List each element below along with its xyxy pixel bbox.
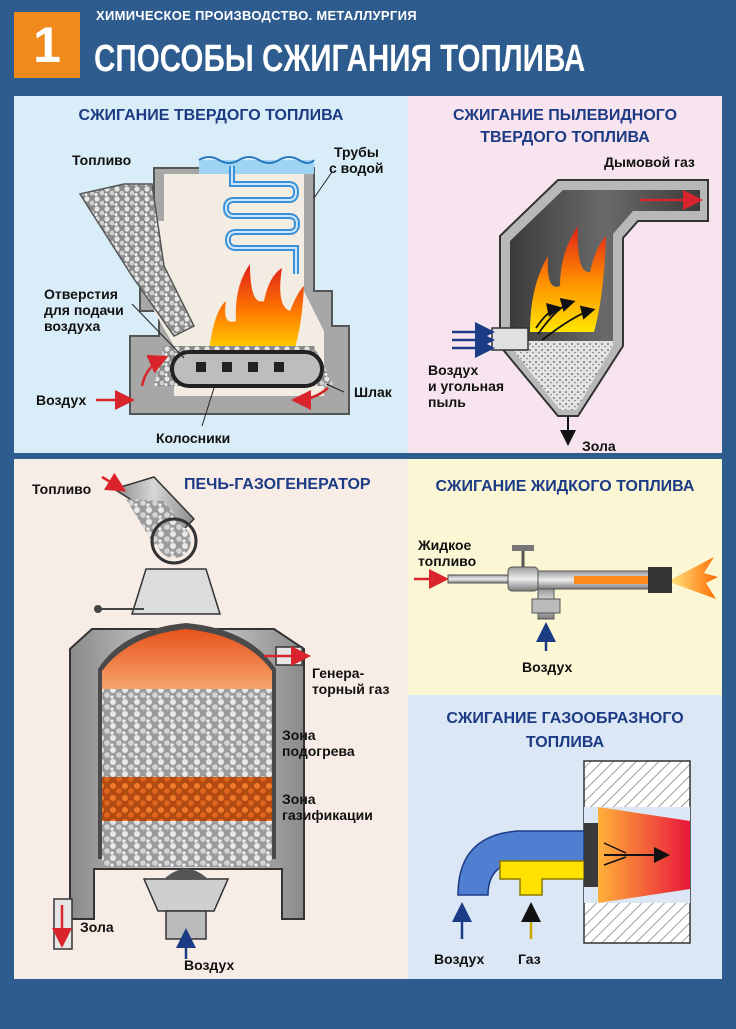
- gasgen-ash-label: Зола: [80, 919, 114, 935]
- gasgen-output-label-2: торный газ: [312, 681, 390, 697]
- panel-liquid-fuel: СЖИГАНИЕ ЖИДКОГО ТОПЛИВА Жидкое топливо …: [408, 459, 722, 695]
- solid-fuel-label: Топливо: [72, 152, 132, 168]
- gaseous-air-label: Воздух: [434, 951, 485, 967]
- gasgen-output-label-1: Генера-: [312, 665, 365, 681]
- gasgen-gasification-zone-label-2: газификации: [282, 807, 373, 823]
- liquid-fuel-label-1: Жидкое: [418, 537, 472, 553]
- dust-air-label-1: Воздух: [428, 362, 479, 378]
- liquid-burner-diagram: [414, 545, 718, 651]
- panel-solid-fuel: СЖИГАНИЕ ТВЕРДОГО ТОПЛИВА Топливо Трубы …: [14, 96, 408, 453]
- gasgen-air-label: Воздух: [184, 957, 235, 973]
- pulverized-furnace-diagram: [452, 179, 709, 446]
- solid-holes-label-2: для подачи: [44, 302, 124, 318]
- solid-slag-label: Шлак: [354, 384, 392, 400]
- poster-subtitle: ХИМИЧЕСКОЕ ПРОИЗВОДСТВО. МЕТАЛЛУРГИЯ: [96, 8, 417, 23]
- liquid-fuel-label-2: топливо: [418, 553, 477, 569]
- panel-gas-generator: Топливо ПЕЧЬ-ГАЗОГЕНЕРАТОР Генера- торны…: [14, 459, 408, 979]
- dust-air-label-2: и угольная: [428, 378, 505, 394]
- solid-air-label: Воздух: [36, 392, 87, 408]
- gasgen-fuel-label: Топливо: [32, 481, 92, 497]
- solid-holes-label-1: Отверстия: [44, 286, 118, 302]
- gasgen-gasification-zone-label-1: Зона: [282, 791, 316, 807]
- poster-title: СПОСОБЫ СЖИГАНИЯ ТОПЛИВА: [94, 38, 586, 80]
- solid-furnace-diagram: [78, 156, 350, 427]
- panel-pulverized-fuel: СЖИГАНИЕ ПЫЛЕВИДНОГО ТВЕРДОГО ТОПЛИВА Ды…: [408, 96, 722, 453]
- gaseous-title-2: ТОПЛИВА: [525, 734, 605, 751]
- solid-title: СЖИГАНИЕ ТВЕРДОГО ТОПЛИВА: [78, 107, 344, 124]
- gas-burner-diagram: [452, 760, 691, 944]
- gasgen-title: ПЕЧЬ-ГАЗОГЕНЕРАТОР: [184, 476, 371, 493]
- liquid-air-label: Воздух: [522, 659, 573, 675]
- gasgen-heat-zone-label-2: подогрева: [282, 743, 355, 759]
- dust-ash-label: Зола: [582, 438, 616, 453]
- dust-title-1: СЖИГАНИЕ ПЫЛЕВИДНОГО: [452, 107, 678, 124]
- poster-header: 1 ХИМИЧЕСКОЕ ПРОИЗВОДСТВО. МЕТАЛЛУРГИЯ С…: [0, 0, 736, 92]
- gaseous-gas-label: Газ: [518, 951, 541, 967]
- dust-title-2: ТВЕРДОГО ТОПЛИВА: [480, 129, 650, 146]
- gasgen-heat-zone-label-1: Зона: [282, 727, 316, 743]
- solid-grates-label: Колосники: [156, 430, 231, 446]
- solid-pipes-label-1: Трубы: [334, 144, 379, 160]
- solid-holes-label-3: воздуха: [44, 318, 101, 334]
- panel-gaseous-fuel: СЖИГАНИЕ ГАЗООБРАЗНОГО ТОПЛИВА Воздух Га…: [408, 695, 722, 979]
- section-number: 1: [14, 12, 80, 78]
- dust-air-label-3: пыль: [428, 394, 466, 410]
- gas-generator-diagram: [52, 472, 311, 959]
- liquid-title: СЖИГАНИЕ ЖИДКОГО ТОПЛИВА: [435, 478, 695, 495]
- solid-pipes-label-2: с водой: [329, 160, 384, 176]
- gaseous-title-1: СЖИГАНИЕ ГАЗООБРАЗНОГО: [446, 710, 684, 727]
- dust-flue-label: Дымовой газ: [604, 154, 695, 170]
